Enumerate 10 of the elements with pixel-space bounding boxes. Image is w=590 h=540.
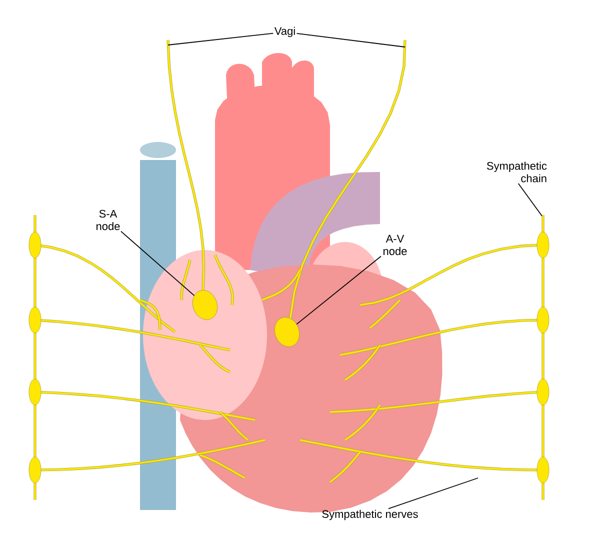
label-text: Vagi xyxy=(274,26,295,38)
label-text: S-A node xyxy=(96,210,120,230)
leader-line xyxy=(168,32,274,46)
label-text: Sympathetic chain xyxy=(486,162,547,182)
label-text: Sympathetic nerves xyxy=(322,510,418,520)
label-text: A-V node xyxy=(384,234,407,256)
leader-line xyxy=(296,33,406,48)
leader-line xyxy=(388,478,478,510)
leader-line xyxy=(120,230,195,296)
leader-line xyxy=(518,183,542,216)
